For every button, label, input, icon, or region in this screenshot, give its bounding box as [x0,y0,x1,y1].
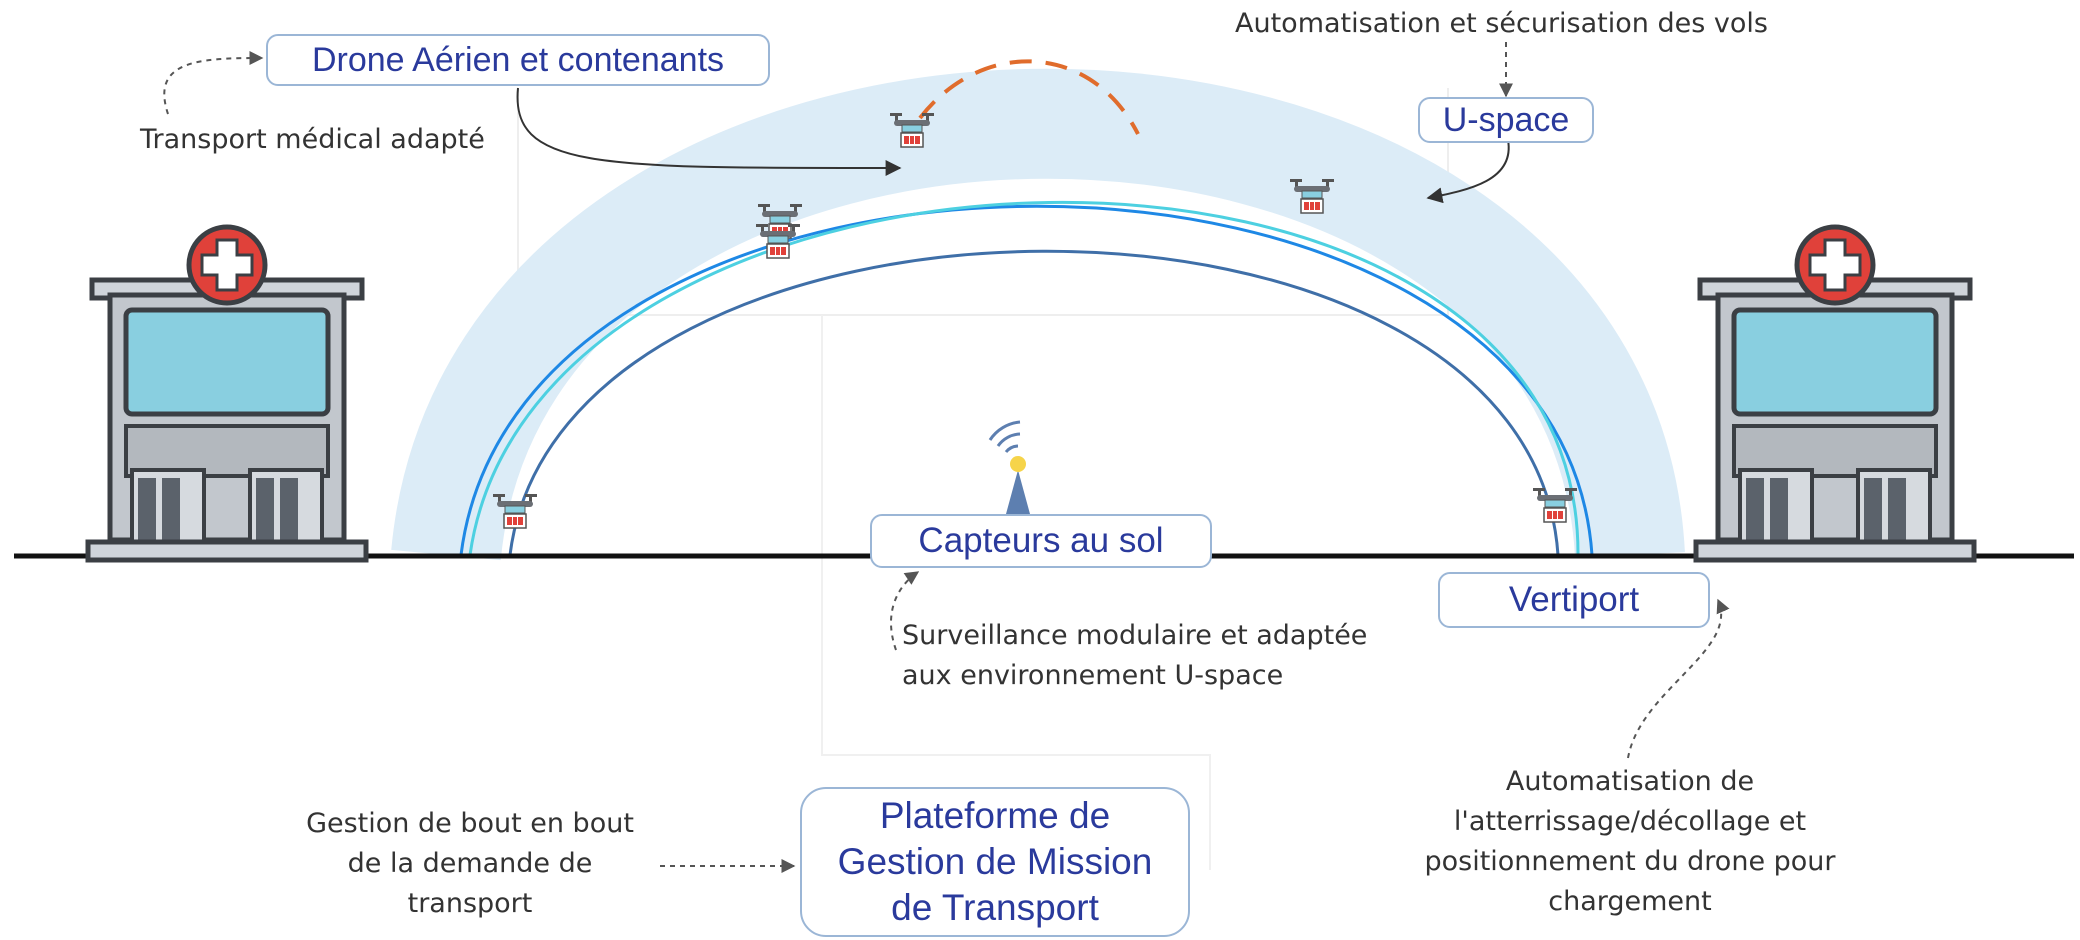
gestion-note: Gestion de bout en bout de la demande de… [290,804,650,924]
uspace-label-box: U-space [1418,97,1594,143]
route-dark [508,249,1560,556]
detour-dashed-path [918,59,1140,135]
capteurs-label-box: Capteurs au sol [870,514,1212,568]
connector-surveillance-note [890,571,920,651]
plateforme-label-line: Gestion de Mission [837,841,1153,882]
connector-uspace [1426,139,1510,204]
automatisation-note: Automatisation et sécurisation des vols [1235,8,1768,39]
surveillance-note-line: aux environnement U-space [902,660,1284,691]
guide-line [821,315,1211,870]
transport-note: Transport médical adapté [140,124,485,155]
route-cyan [468,200,1580,556]
uspace-label: U-space [1442,100,1570,139]
atterrissage-note-line: l'atterrissage/décollage et [1453,806,1807,837]
connector-atterrissage-note [1627,598,1730,759]
hospital-building-icon [1696,227,1974,560]
atterrissage-note: Automatisation de l'atterrissage/décolla… [1400,762,1860,922]
connector-transport-note [163,51,264,115]
plateforme-label-line: Plateforme de [879,795,1111,836]
vertiport-label-box: Vertiport [1438,572,1710,628]
gestion-note-line: transport [407,888,533,919]
hospital-building-icon [88,227,366,560]
signal-antenna-icon [988,420,1030,514]
surveillance-note-line: Surveillance modulaire et adaptée [902,620,1368,651]
vertiport-label: Vertiport [1508,580,1640,619]
gestion-note-line: Gestion de bout en bout [306,808,634,839]
drone-label: Drone Aérien et contenants [311,40,725,79]
route-blue [459,204,1594,556]
plateforme-label-box: Plateforme de Gestion de Mission de Tran… [800,787,1190,937]
drone-label-box: Drone Aérien et contenants [266,34,770,86]
gestion-note-line: de la demande de [347,848,593,879]
capteurs-label: Capteurs au sol [918,521,1164,560]
connector-drone [516,87,902,177]
atterrissage-note-line: Automatisation de [1505,766,1755,797]
surveillance-note: Surveillance modulaire et adaptée aux en… [902,616,1367,696]
plateforme-label-line: de Transport [891,887,1099,928]
atterrissage-note-line: positionnement du drone pour [1424,846,1836,877]
arc-band [391,68,1685,561]
atterrissage-note-line: chargement [1548,886,1712,917]
